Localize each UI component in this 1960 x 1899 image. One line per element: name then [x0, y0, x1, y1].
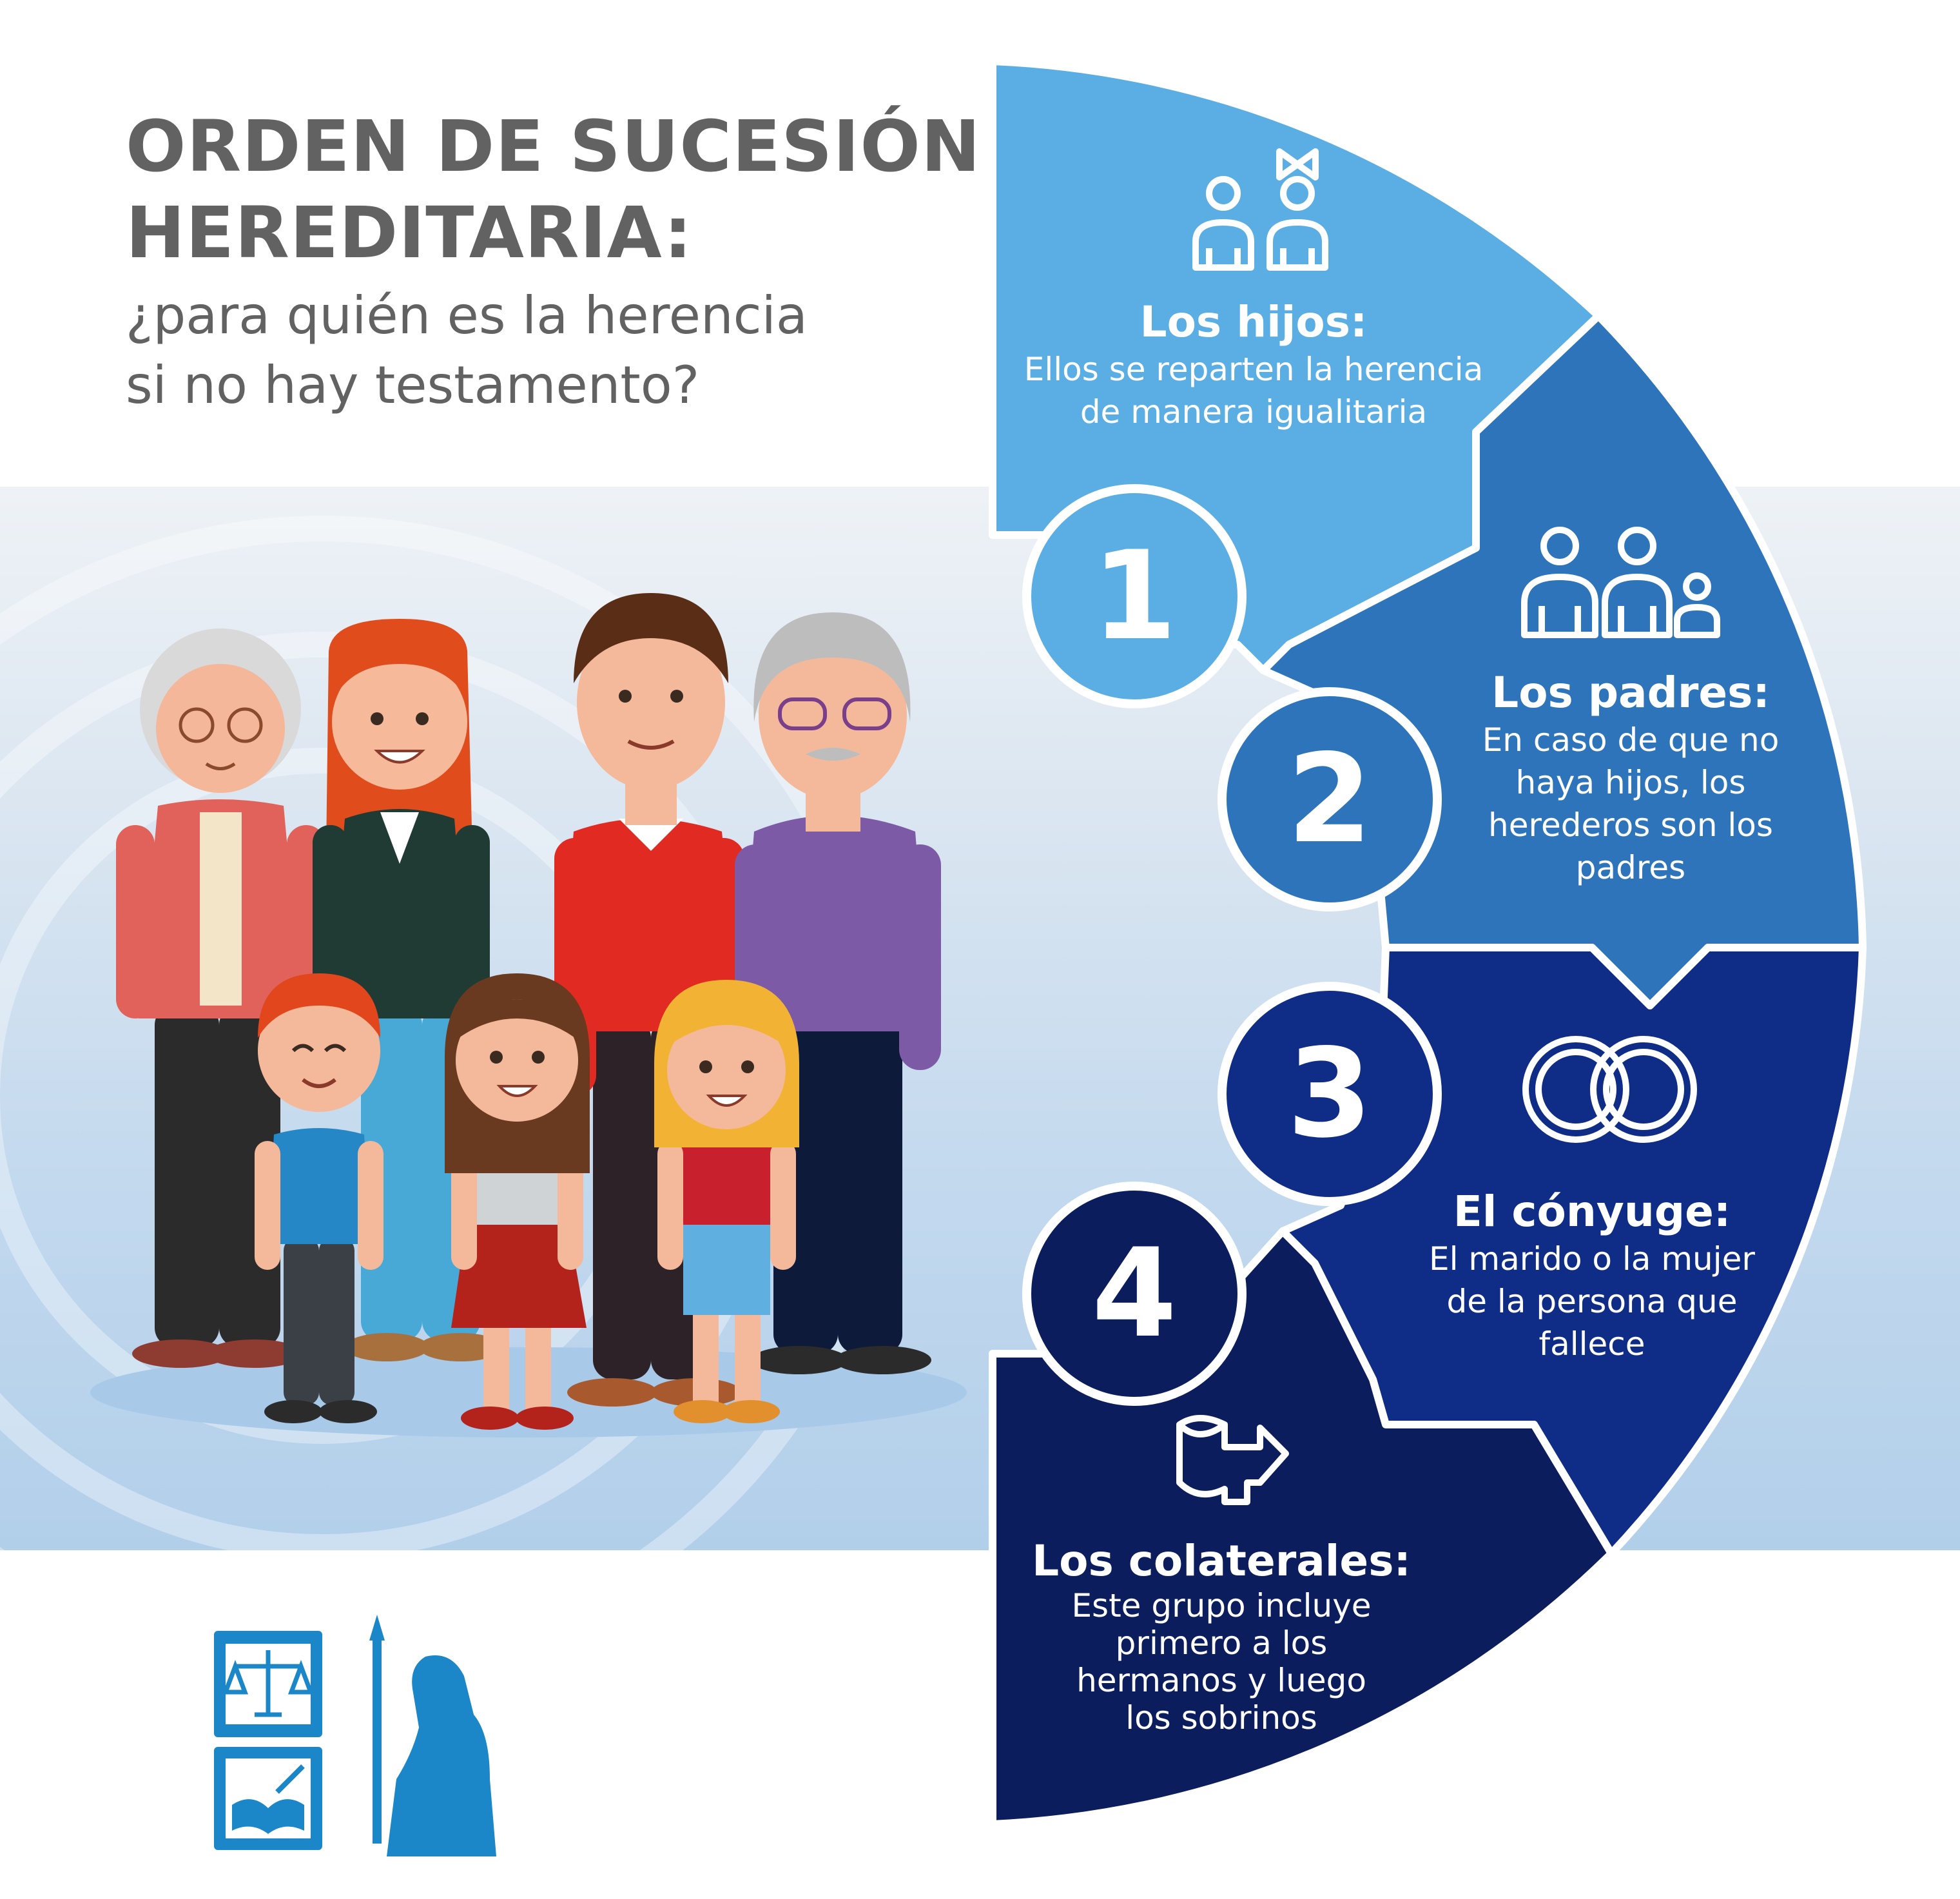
grandfather-figure	[735, 612, 941, 1374]
family-icon	[1521, 527, 1720, 638]
segment-4-line-1: Este grupo incluye	[1071, 1587, 1372, 1624]
segment-3-line-1: El marido o la mujer	[1429, 1240, 1755, 1278]
step-2-badge: 2	[1218, 687, 1442, 911]
subtitle-line-1: ¿para quién es la herencia	[126, 286, 808, 346]
step-4-number: 4	[1092, 1222, 1177, 1365]
segment-4-line-4: los sobrinos	[1125, 1699, 1317, 1737]
segment-2-line-4: padres	[1575, 849, 1686, 886]
scroll-arrow-icon	[1176, 1415, 1289, 1505]
segment-2-line-1: En caso de que no	[1482, 721, 1780, 759]
segment-1-line-1: Ellos se reparten la herencia	[1024, 351, 1484, 388]
two-people-icon	[1192, 148, 1328, 271]
girl-figure	[445, 973, 590, 1430]
boy-figure	[255, 973, 383, 1423]
step-3-badge: 3	[1218, 982, 1442, 1206]
page-title: ORDEN DE SUCESIÓN HEREDITARIA: ¿para qui…	[126, 103, 996, 420]
blonde-girl-figure	[654, 980, 799, 1423]
segment-2-heading: Los padres:	[1491, 668, 1770, 717]
family-illustration	[90, 593, 967, 1437]
segment-3-text: El cónyuge: El marido o la mujer de la p…	[1395, 1186, 1789, 1365]
segment-2-line-2: haya hijos, los	[1515, 764, 1746, 801]
title-line-1: ORDEN DE SUCESIÓN	[126, 105, 981, 188]
knight-silhouette-logo	[369, 1615, 496, 1856]
segment-2-line-3: herederos son los	[1488, 806, 1773, 844]
step-1-number: 1	[1092, 525, 1177, 667]
step-1-badge: 1	[1022, 484, 1247, 708]
segment-1-line-2: de manera igualitaria	[1080, 393, 1428, 431]
step-2-number: 2	[1287, 728, 1372, 870]
scales-book-logo	[214, 1631, 322, 1850]
segment-3-line-2: de la persona que	[1446, 1283, 1738, 1320]
title-line-2: HEREDITARIA:	[126, 191, 693, 274]
step-3-number: 3	[1287, 1022, 1372, 1165]
father-figure	[554, 593, 744, 1407]
segment-4-line-2: primero a los	[1115, 1624, 1328, 1662]
segment-3-line-3: fallece	[1538, 1325, 1645, 1363]
segment-1-text: Los hijos: Ellos se reparten la herencia…	[996, 297, 1511, 433]
number-circles: 1 2 3 4	[1022, 484, 1442, 1406]
segment-3-heading: El cónyuge:	[1453, 1187, 1731, 1236]
segment-4-line-3: hermanos y luego	[1076, 1662, 1366, 1699]
step-4-badge: 4	[1022, 1182, 1247, 1406]
segment-4-text: Los colaterales: Este grupo incluye prim…	[1012, 1535, 1431, 1737]
segment-1-heading: Los hijos:	[1140, 297, 1368, 347]
segment-4-heading: Los colaterales:	[1032, 1536, 1411, 1586]
segment-2-text: Los padres: En caso de que no haya hijos…	[1457, 667, 1805, 889]
wedding-rings-icon	[1522, 1036, 1697, 1143]
subtitle-line-2: si no hay testamento?	[126, 355, 700, 415]
